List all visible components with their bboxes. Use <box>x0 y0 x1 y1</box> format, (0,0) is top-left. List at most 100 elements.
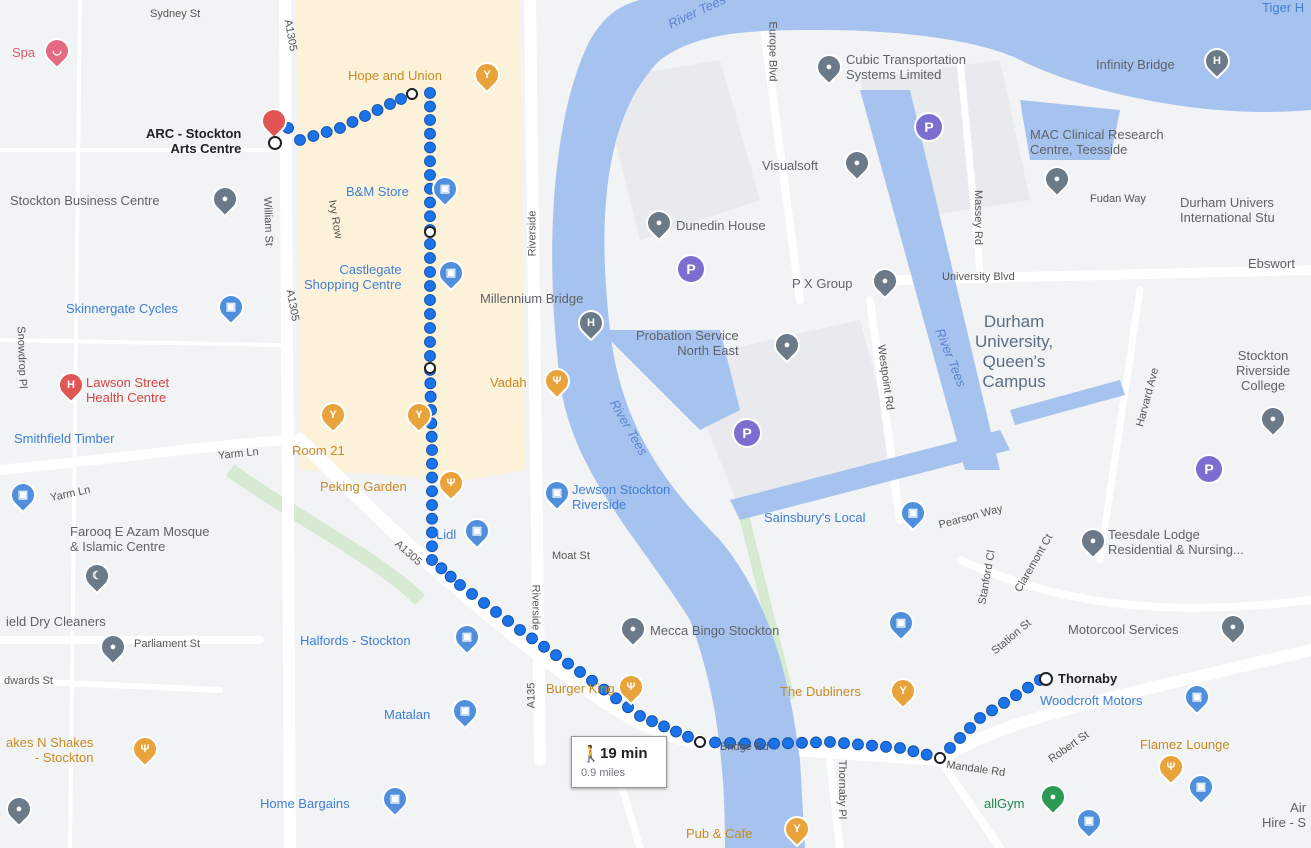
poi-spa-label[interactable]: Spa <box>12 45 36 60</box>
pub-icon-dubliners[interactable]: Y <box>887 675 919 707</box>
hardware-store-icon[interactable]: ▣ <box>541 477 573 509</box>
restaurant-icon-shakes[interactable]: Ψ <box>129 733 161 765</box>
poi-halfords-label[interactable]: Halfords - Stockton <box>300 633 411 648</box>
poi-mac-label[interactable]: MAC Clinical Research Centre, Teesside <box>1030 127 1164 157</box>
shopping-bag-icon[interactable]: ▣ <box>429 173 461 205</box>
poi-skinnergate-label[interactable]: Skinnergate Cycles <box>66 301 178 316</box>
store-icon-flamez[interactable]: ▣ <box>1185 771 1217 803</box>
store-icon-bottom[interactable]: ▣ <box>1073 805 1105 837</box>
office-icon-px[interactable]: ● <box>869 265 901 297</box>
laundry-icon[interactable]: ● <box>97 631 129 663</box>
poi-dubliners-label[interactable]: The Dubliners <box>780 684 861 699</box>
place-icon-bottom-left[interactable]: ● <box>3 793 35 825</box>
office-icon-mac[interactable]: ● <box>1041 163 1073 195</box>
hospital-icon[interactable]: H <box>55 369 87 401</box>
shopping-centre-icon[interactable]: ▣ <box>435 257 467 289</box>
poi-castlegate-label[interactable]: Castlegate Shopping Centre <box>304 262 402 292</box>
poi-tiger-label[interactable]: Tiger H <box>1262 0 1305 15</box>
destination-pin-icon[interactable] <box>258 105 290 137</box>
spa-icon[interactable]: ◡ <box>41 35 73 67</box>
poi-hope-union-label[interactable]: Hope and Union <box>348 68 442 83</box>
office-icon-cubic[interactable]: ● <box>813 51 845 83</box>
poi-stockton-riverside-college-label[interactable]: Stockton Riverside College <box>1236 348 1291 393</box>
poi-stockton-business-label[interactable]: Stockton Business Centre <box>10 193 160 208</box>
clothing-store-icon[interactable]: ▣ <box>449 695 481 727</box>
end-label[interactable]: Thornaby <box>1058 671 1118 686</box>
poi-sainsburys-label[interactable]: Sainsbury's Local <box>764 510 866 525</box>
parking-icon-3[interactable]: P <box>734 420 760 446</box>
business-icon[interactable]: ● <box>209 183 241 215</box>
grocery-icon[interactable]: ▣ <box>461 515 493 547</box>
poi-smithfield-label[interactable]: Smithfield Timber <box>14 431 115 446</box>
car-dealer-icon[interactable]: ▣ <box>1181 681 1213 713</box>
poi-farooq-label[interactable]: Farooq E Azam Mosque & Islamic Centre <box>70 524 210 554</box>
poi-allgym-label[interactable]: allGym <box>984 796 1025 811</box>
poi-lidl-label[interactable]: Lidl <box>436 527 457 542</box>
car-repair-icon[interactable]: ● <box>1217 611 1249 643</box>
bar-icon-2[interactable]: Y <box>403 399 435 431</box>
poi-durham-intl-label[interactable]: Durham Univers International Stu <box>1180 195 1275 225</box>
poi-cubic-label[interactable]: Cubic Transportation Systems Limited <box>846 52 966 82</box>
poi-mecca-label[interactable]: Mecca Bingo Stockton <box>650 623 780 638</box>
poi-burger-king-label[interactable]: Burger King <box>546 681 615 696</box>
poi-visualsoft-label[interactable]: Visualsoft <box>762 158 819 173</box>
store-icon-home-bargains[interactable]: ▣ <box>379 783 411 815</box>
poi-dry-cleaners-label[interactable]: ield Dry Cleaners <box>6 614 106 629</box>
poi-vadah-label[interactable]: Vadah <box>490 375 527 390</box>
poi-shakes-label[interactable]: akes N Shakes - Stockton <box>6 735 94 765</box>
poi-room21-label[interactable]: Room 21 <box>292 443 345 458</box>
route-info-box[interactable]: 🚶 19 min 0.9 miles <box>571 736 667 788</box>
bicycle-shop-icon[interactable]: ▣ <box>215 291 247 323</box>
bar-icon-room21[interactable]: Y <box>317 399 349 431</box>
bridge-icon-infinity[interactable]: H <box>1201 45 1233 77</box>
start-point-marker-icon[interactable] <box>268 136 282 150</box>
poi-home-bargains-label[interactable]: Home Bargains <box>260 796 350 811</box>
poi-px-label[interactable]: P X Group <box>792 276 853 291</box>
parking-icon-2[interactable]: P <box>678 256 704 282</box>
end-point-marker-icon[interactable] <box>1039 672 1053 686</box>
poi-woodcroft-label[interactable]: Woodcroft Motors <box>1040 693 1143 708</box>
office-icon-visualsoft[interactable]: ● <box>841 147 873 179</box>
poi-pub-cafe-label[interactable]: Pub & Cafe <box>686 826 753 841</box>
poi-matalan-label[interactable]: Matalan <box>384 707 431 722</box>
parking-icon-1[interactable]: P <box>916 114 942 140</box>
route-dot <box>634 710 646 722</box>
mosque-icon[interactable]: ▣ <box>7 479 39 511</box>
start-label[interactable]: ARC - Stockton Arts Centre <box>146 126 242 156</box>
poi-flamez-label[interactable]: Flamez Lounge <box>1140 737 1230 752</box>
route-waypoint <box>694 736 706 748</box>
poi-teesdale-label[interactable]: Teesdale Lodge Residential & Nursing... <box>1108 527 1244 557</box>
bar-icon[interactable]: Y <box>471 59 503 91</box>
restaurant-icon-flamez[interactable]: Ψ <box>1155 751 1187 783</box>
school-icon[interactable]: ● <box>1257 403 1289 435</box>
government-icon[interactable]: ● <box>771 329 803 361</box>
grocery-icon-sainsburys[interactable]: ▣ <box>897 497 929 529</box>
poi-infinity-label[interactable]: Infinity Bridge <box>1096 57 1175 72</box>
poi-millennium-label[interactable]: Millennium Bridge <box>480 291 584 306</box>
poi-peking-label[interactable]: Peking Garden <box>320 479 407 494</box>
care-home-icon[interactable]: ● <box>1077 525 1109 557</box>
restaurant-icon[interactable]: Ψ <box>541 365 573 397</box>
poi-bm-label[interactable]: B&M Store <box>346 184 409 199</box>
gym-icon[interactable]: ● <box>1037 781 1069 813</box>
place-of-worship-icon[interactable]: ☾ <box>81 560 113 592</box>
route-dot <box>646 715 658 728</box>
bridge-icon-millennium[interactable]: H <box>575 307 607 339</box>
car-parts-icon[interactable]: ▣ <box>451 621 483 653</box>
poi-air-hire-label[interactable]: Air Hire - S <box>1262 800 1307 830</box>
restaurant-icon-burger-king[interactable]: Ψ <box>615 671 647 703</box>
poi-probation-label[interactable]: Probation Service North East <box>636 328 739 358</box>
parking-icon-4[interactable]: P <box>1196 456 1222 482</box>
poi-lawson-label[interactable]: Lawson Street Health Centre <box>86 375 170 405</box>
road-label-thornaby-pl: Thornaby Pl <box>836 759 849 820</box>
poi-dunedin-label[interactable]: Dunedin House <box>676 218 766 233</box>
restaurant-icon-peking[interactable]: Ψ <box>435 467 467 499</box>
poi-motorcool-label[interactable]: Motorcool Services <box>1068 622 1179 637</box>
pub-icon[interactable]: Y <box>781 813 813 845</box>
store-icon-thornaby[interactable]: ▣ <box>885 607 917 639</box>
office-icon-dunedin[interactable]: ● <box>643 207 675 239</box>
poi-jewson-label[interactable]: Jewson Stockton Riverside <box>572 482 671 512</box>
bingo-icon[interactable]: ● <box>617 613 649 645</box>
poi-ebsworth-label[interactable]: Ebswort <box>1248 256 1295 271</box>
